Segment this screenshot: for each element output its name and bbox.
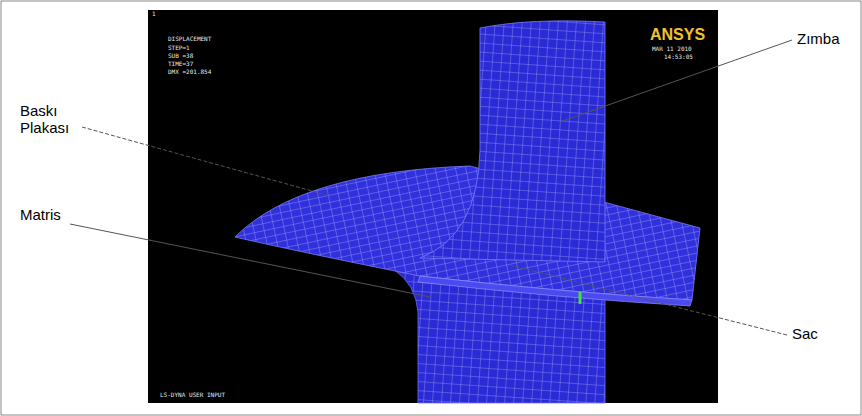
leader-line <box>82 127 330 196</box>
part-label: Baskı Plakası <box>20 102 92 137</box>
screenshot-background <box>148 10 718 403</box>
time-info: TIME=37 <box>168 61 193 68</box>
leader-line <box>70 224 430 297</box>
part-label: Zımba <box>797 30 840 47</box>
solver-note: LS-DYNA USER INPUT <box>160 392 225 399</box>
result-type: DISPLACEMENT <box>168 36 211 43</box>
leader-line <box>510 265 787 335</box>
date-stamp: MAR 11 2010 <box>652 46 692 53</box>
software-logo: ANSYS <box>650 26 705 44</box>
substep-info: SUB =38 <box>168 53 193 60</box>
green-marker <box>579 292 582 304</box>
punch-mesh <box>420 21 605 262</box>
max-displacement: DMX =201.854 <box>168 69 211 76</box>
part-label: Sac <box>792 325 818 342</box>
time-stamp: 14:53:05 <box>664 54 693 61</box>
sheet-edge <box>418 276 692 306</box>
window-number: 1 <box>152 11 156 18</box>
step-info: STEP=1 <box>168 45 190 52</box>
leader-line <box>560 40 792 122</box>
part-label: Matris <box>20 206 61 223</box>
